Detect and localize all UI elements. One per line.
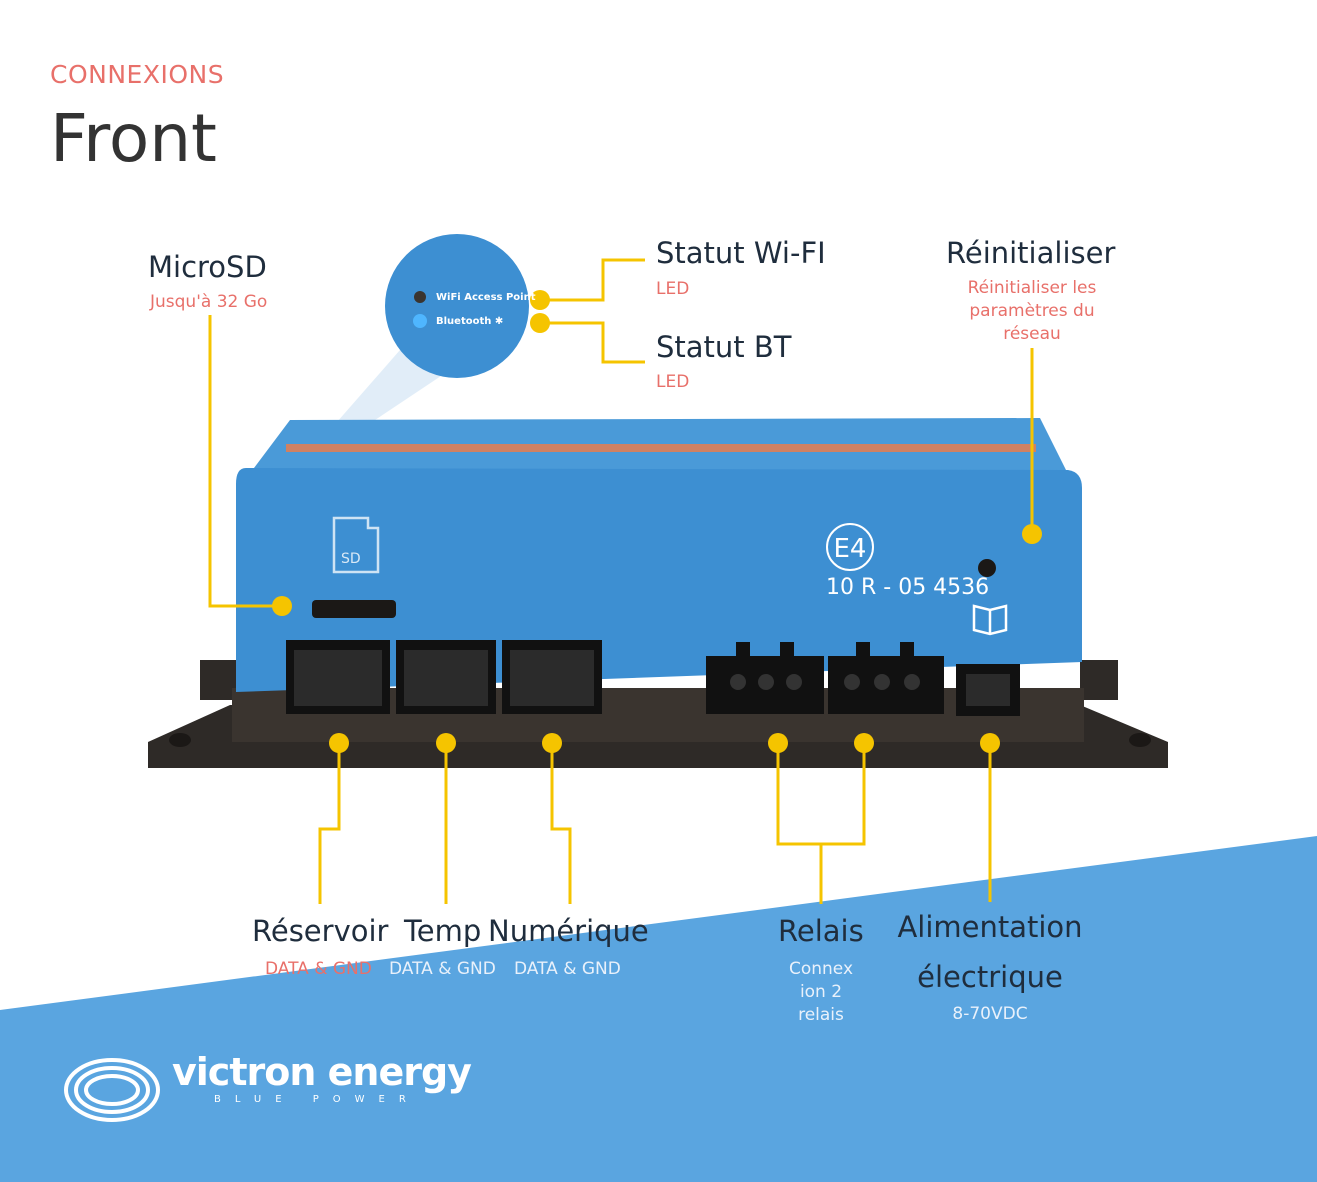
connector-temp xyxy=(396,640,496,714)
dot-power xyxy=(980,733,1000,753)
power-title-line-2: électrique xyxy=(917,960,1063,994)
zoom-bt-label-text: Bluetooth xyxy=(436,316,492,327)
power-title-line-1: Alimentation xyxy=(897,910,1083,944)
brand-tagline: BLUE POWER xyxy=(214,1094,420,1105)
dot-reset xyxy=(1022,524,1042,544)
wifi-led xyxy=(414,291,426,303)
dot-bt xyxy=(530,313,550,333)
connector-digital xyxy=(502,640,602,714)
device-top-stripe xyxy=(286,444,1036,452)
device-foot-right xyxy=(1080,660,1118,700)
dot-relay-1 xyxy=(768,733,788,753)
connector-tank xyxy=(286,640,390,714)
dot-temp xyxy=(436,733,456,753)
sd-label: SD xyxy=(341,551,361,567)
bt-led xyxy=(413,314,427,328)
temp-title: Temp xyxy=(404,914,482,948)
relay-title: Relais xyxy=(778,914,864,948)
dot-wifi xyxy=(530,290,550,310)
section-eyebrow: CONNEXIONS xyxy=(50,60,225,89)
tank-subtitle: DATA & GND xyxy=(265,959,372,979)
mount-hole-left xyxy=(169,733,191,747)
digital-title: Numérique xyxy=(488,914,649,948)
brand-band xyxy=(0,836,1317,1182)
reset-subtitle-line-1: Réinitialiser les xyxy=(967,278,1097,298)
microsd-title: MicroSD xyxy=(148,250,267,284)
sd-card-icon xyxy=(332,516,380,574)
temp-subtitle: DATA & GND xyxy=(389,959,496,979)
leader-tank xyxy=(318,743,341,904)
relay-subtitle-line-3: relais xyxy=(798,1005,844,1025)
manual-book-icon xyxy=(972,604,1008,636)
microsd-slot xyxy=(312,600,396,618)
page-title: Front xyxy=(50,100,217,177)
bt-subtitle: LED xyxy=(656,372,690,392)
dot-relay-2 xyxy=(854,733,874,753)
cert-mark: E4 xyxy=(826,523,874,571)
microsd-subtitle: Jusqu'à 32 Go xyxy=(150,292,268,312)
relay-subtitle: Connex ion 2 relais xyxy=(776,958,866,1027)
brand-name: victron energy xyxy=(172,1050,472,1094)
device-foot-left xyxy=(200,660,238,700)
zoom-circle xyxy=(385,234,529,378)
wifi-subtitle: LED xyxy=(656,279,690,299)
power-subtitle: 8-70VDC xyxy=(952,1004,1028,1024)
reset-subtitle-line-3: réseau xyxy=(1003,324,1061,344)
connector-relay-2 xyxy=(828,642,944,714)
bluetooth-icon: ✱ xyxy=(494,316,504,327)
leader-wifi xyxy=(540,258,645,302)
digital-subtitle: DATA & GND xyxy=(514,959,621,979)
cert-code: 10 R - 05 4536 xyxy=(826,575,990,600)
tank-title: Réservoir xyxy=(252,914,389,948)
leader-microsd xyxy=(208,315,282,608)
dot-tank xyxy=(329,733,349,753)
connector-power xyxy=(956,664,1020,716)
leader-bt xyxy=(540,321,645,364)
reset-button xyxy=(978,559,996,577)
reset-subtitle: Réinitialiser les paramètres du réseau xyxy=(952,277,1112,346)
relay-subtitle-line-2: ion 2 xyxy=(799,982,843,1002)
relay-subtitle-line-1: Connex xyxy=(788,959,854,979)
zoom-wifi-label: WiFi Access Point xyxy=(436,292,536,303)
reset-title: Réinitialiser xyxy=(946,236,1116,270)
bt-title: Statut BT xyxy=(656,330,792,364)
leader-digital xyxy=(550,743,572,904)
victron-logo-icon xyxy=(64,1058,160,1122)
dot-microsd xyxy=(272,596,292,616)
device-front xyxy=(236,468,1082,692)
connector-relay-1 xyxy=(706,642,824,714)
mount-hole-right xyxy=(1129,733,1151,747)
zoom-bt-label: Bluetooth ✱ xyxy=(436,316,503,327)
reset-subtitle-line-2: paramètres du xyxy=(969,301,1095,321)
wifi-title: Statut Wi-FI xyxy=(656,236,826,270)
dot-digital xyxy=(542,733,562,753)
